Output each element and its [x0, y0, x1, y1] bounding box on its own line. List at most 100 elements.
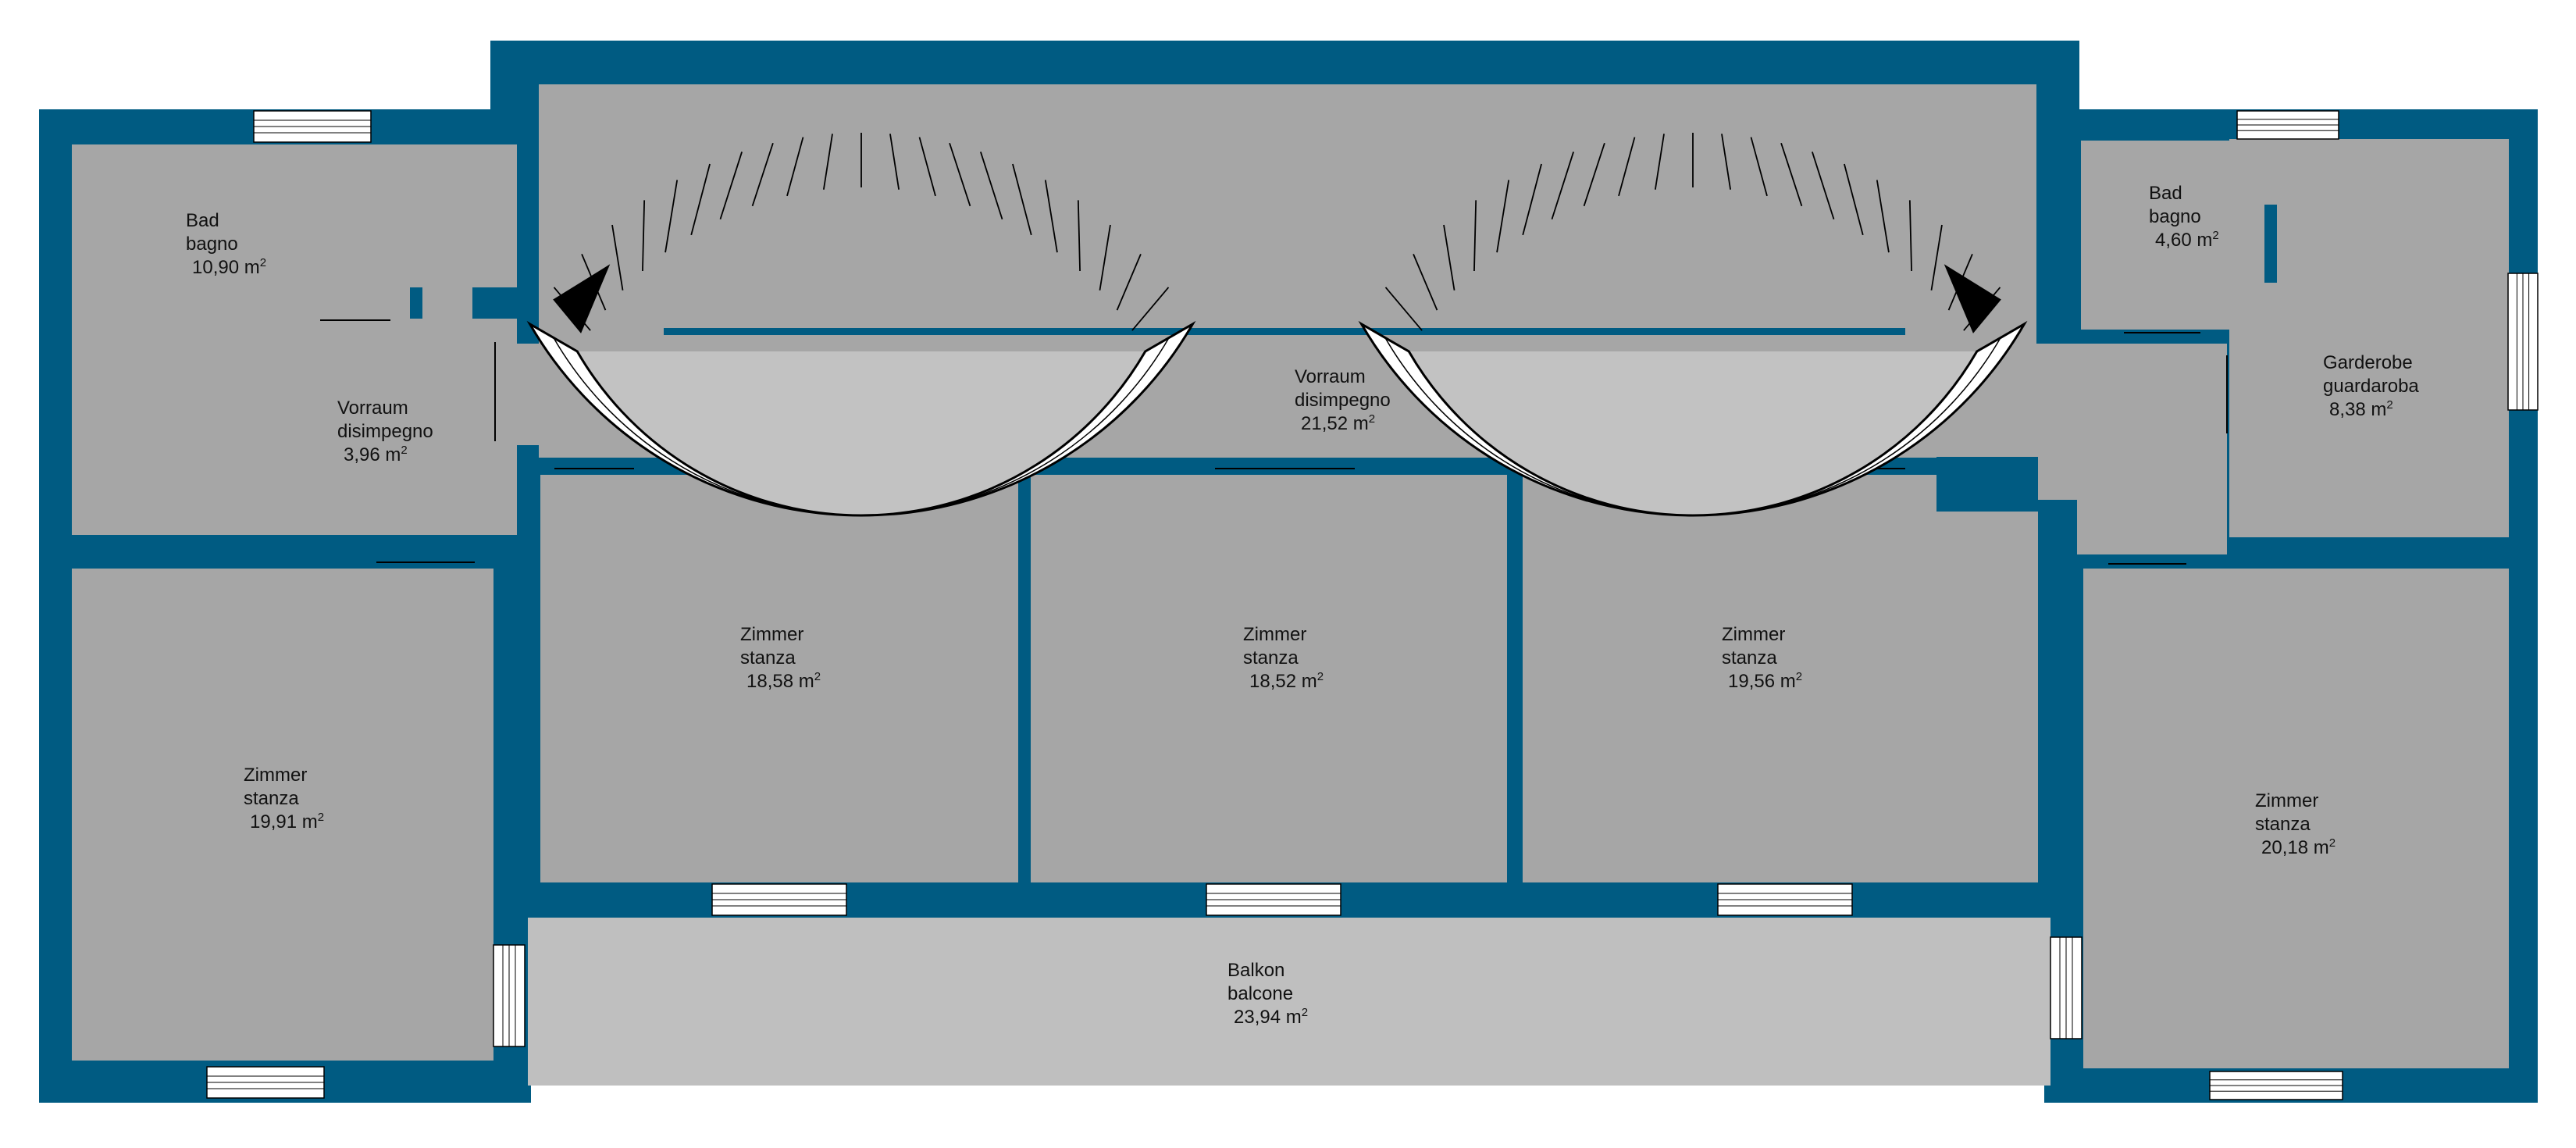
- window-1: [253, 110, 372, 143]
- room-area-unit: m: [239, 257, 260, 278]
- stair-tread: [1583, 142, 1605, 207]
- room-area-unit: m: [1296, 671, 1317, 692]
- stair-tread: [1384, 287, 1423, 331]
- stair-tread: [822, 134, 833, 190]
- room-area-value: 4,60: [2155, 230, 2192, 251]
- stair-tread: [1443, 224, 1455, 291]
- room-name-it: stanza: [1722, 647, 1777, 668]
- stair-well: [577, 351, 1145, 515]
- room-name-it: balcone: [1227, 983, 1293, 1004]
- room-area-unit: m: [1281, 1007, 1302, 1028]
- stair-tread: [889, 134, 900, 190]
- room-area-unit: m: [2192, 230, 2213, 251]
- stair-arrow: [1944, 264, 2001, 333]
- room-area-unit-exp: 2: [318, 811, 324, 824]
- wall-stub-1: [410, 287, 422, 319]
- room-area-unit: m: [1348, 413, 1369, 434]
- floor-vorraum-right: [2077, 344, 2227, 554]
- room-area-unit: m: [380, 444, 401, 465]
- room-area-unit: m: [793, 671, 814, 692]
- stair-well: [1409, 351, 1977, 516]
- stair-tread: [786, 137, 804, 197]
- stair-tread: [642, 200, 646, 272]
- stair-tread: [1930, 224, 1943, 291]
- wall-stub-3: [2264, 205, 2277, 283]
- room-area: 19,91 m2: [250, 811, 324, 832]
- staircase-right: [1358, 133, 2028, 517]
- room-name-it: disimpegno: [1295, 390, 1391, 411]
- window-8: [493, 944, 526, 1047]
- stair-tread: [1844, 163, 1864, 236]
- room-area-value: 20,18: [2261, 837, 2308, 858]
- floor-vorraum-left: [281, 319, 493, 531]
- stair-tread: [1780, 142, 1803, 207]
- window-10: [2507, 273, 2539, 411]
- stair-tread: [1116, 254, 1142, 311]
- room-area: 10,90 m2: [192, 256, 266, 278]
- window-9: [2050, 936, 2083, 1039]
- floor-garderobe: [2229, 139, 2509, 537]
- room-name-de: Balkon: [1227, 960, 1284, 981]
- room-area: 18,52 m2: [1249, 670, 1324, 692]
- room-name-de: Vorraum: [337, 398, 408, 419]
- floor-zimmer-1: [540, 475, 1018, 882]
- wall-stair-edge: [664, 328, 1905, 335]
- room-floors: [72, 84, 2509, 1068]
- stair-tread: [1077, 200, 1081, 272]
- room-name-de: Zimmer: [2255, 790, 2318, 811]
- room-area-value: 18,58: [746, 671, 793, 692]
- room-area: 18,58 m2: [746, 670, 821, 692]
- room-name-de: Garderobe: [2323, 352, 2413, 373]
- stair-tread: [664, 180, 679, 253]
- room-area-value: 10,90: [192, 257, 239, 278]
- floor-zimmer-right: [2083, 569, 2509, 1068]
- wall-stub-2: [472, 287, 519, 319]
- stair-tread: [1812, 152, 1835, 220]
- room-area-unit-exp: 2: [1302, 1006, 1308, 1019]
- room-area-unit-exp: 2: [1317, 670, 1324, 683]
- window-4: [2209, 1071, 2343, 1100]
- room-area-value: 21,52: [1301, 413, 1348, 434]
- room-area: 8,38 m2: [2329, 398, 2393, 420]
- room-area: 20,18 m2: [2261, 836, 2336, 858]
- room-area-unit-exp: 2: [260, 256, 266, 269]
- stair-tread: [690, 163, 711, 236]
- room-name-it: guardaroba: [2323, 376, 2419, 397]
- balcony-floor: [528, 918, 2050, 1086]
- room-area-unit-exp: 2: [2329, 836, 2336, 850]
- room-area-unit-exp: 2: [1369, 412, 1375, 426]
- stair-tread: [1496, 180, 1510, 253]
- stair-tread: [1551, 152, 1574, 220]
- windows: [206, 110, 2539, 1100]
- stair-tread: [1131, 287, 1170, 331]
- room-name-it: disimpegno: [337, 421, 433, 442]
- room-name-de: Zimmer: [244, 765, 307, 786]
- room-name-de: Bad: [186, 210, 219, 231]
- room-name-de: Bad: [2149, 183, 2182, 204]
- room-area-value: 19,56: [1728, 671, 1775, 692]
- room-name-it: stanza: [740, 647, 796, 668]
- room-area-unit-exp: 2: [1796, 670, 1802, 683]
- room-name-it: stanza: [244, 788, 299, 809]
- stair-tread: [1618, 137, 1636, 197]
- floor-zimmer-3: [1523, 475, 2038, 882]
- stair-tread: [1522, 163, 1542, 236]
- room-area: 21,52 m2: [1301, 412, 1375, 434]
- stair-tread: [949, 142, 971, 207]
- stair-tread: [1654, 134, 1665, 190]
- room-area-unit: m: [2366, 399, 2387, 420]
- room-area: 4,60 m2: [2155, 229, 2219, 251]
- window-7: [1717, 883, 1853, 916]
- staircase-left: [526, 133, 1196, 517]
- stair-band: [526, 320, 1196, 517]
- stair-band: [1358, 320, 2028, 517]
- stair-tread: [1908, 200, 1912, 272]
- room-name-it: bagno: [2149, 206, 2201, 227]
